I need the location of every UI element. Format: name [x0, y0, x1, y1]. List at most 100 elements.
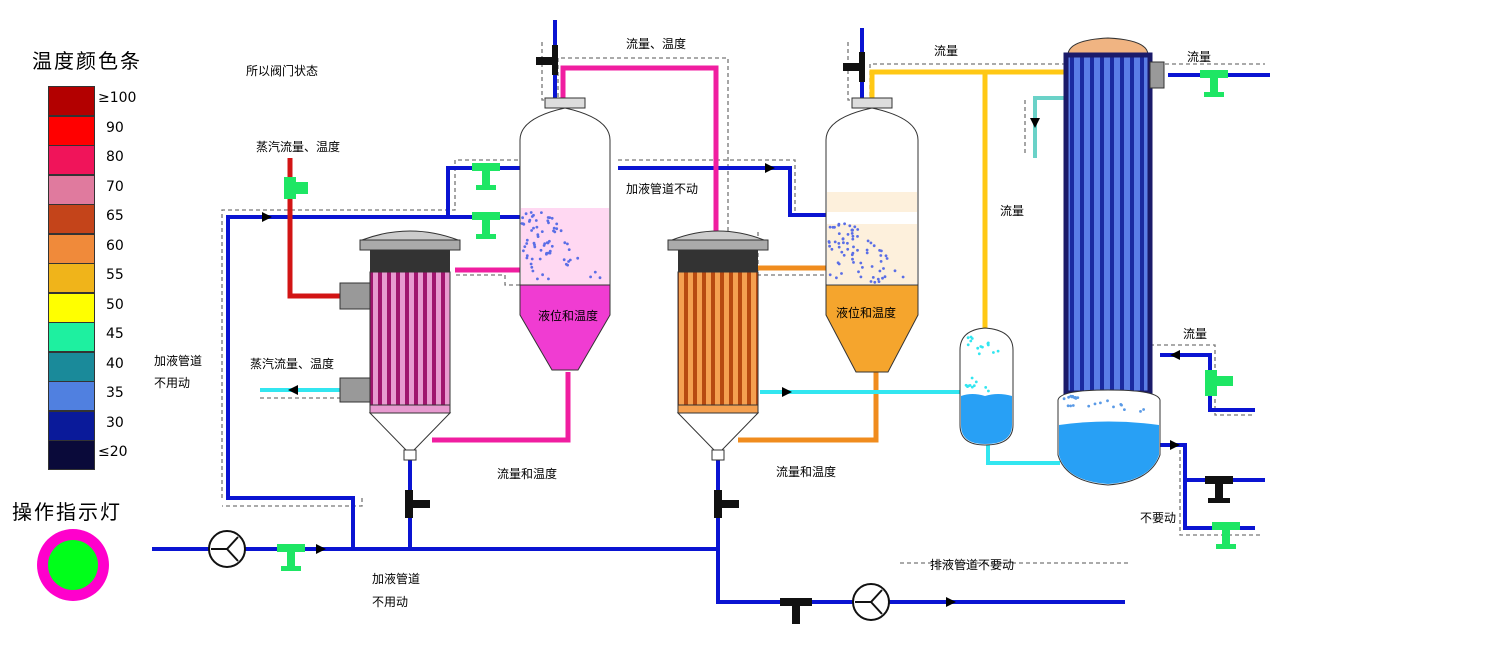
bubble: [531, 269, 535, 273]
label-feed-unused-left-1: 加液管道: [154, 354, 203, 368]
bubble: [555, 227, 559, 231]
legend-swatch-label: 55: [106, 267, 124, 283]
bubble: [837, 262, 841, 266]
bubble: [869, 241, 873, 245]
bubble: [842, 241, 845, 245]
bubble: [865, 248, 869, 252]
label-feed-fixed: 加液管道不动: [626, 182, 699, 196]
bubble: [525, 254, 529, 258]
bubble: [576, 256, 580, 260]
bubble: [846, 241, 849, 245]
bubble: [880, 249, 883, 253]
bubble: [828, 273, 832, 277]
bubble: [1119, 403, 1123, 406]
bubble: [830, 247, 834, 251]
bubble: [567, 260, 570, 263]
operation-indicator-light[interactable]: [37, 529, 109, 601]
bubble: [598, 276, 602, 280]
bubble: [966, 336, 970, 340]
bubble: [589, 275, 592, 279]
bubble: [522, 249, 525, 253]
pink-bottom-pipe: [432, 372, 571, 443]
bubble: [529, 262, 533, 266]
label-flow-right: 流量: [1183, 327, 1208, 341]
pump-discharge[interactable]: [852, 583, 890, 621]
bubble: [548, 239, 551, 243]
bubble: [861, 266, 864, 269]
bubble: [1112, 405, 1115, 409]
valve-green-1[interactable]: [472, 163, 500, 190]
bubble: [567, 248, 571, 252]
valve-green-2[interactable]: [472, 212, 500, 239]
legend-swatch-label: 35: [106, 385, 124, 401]
bubble: [841, 237, 845, 241]
legend-swatch-label: ≤20: [98, 444, 128, 460]
bubble: [539, 248, 543, 252]
label-flow-temp-2: 流量和温度: [776, 465, 837, 479]
bubble: [987, 389, 990, 393]
bubble: [530, 257, 534, 261]
label-steam-out: 蒸汽流量、温度: [250, 357, 335, 371]
bubble: [859, 261, 863, 265]
label-steam-in: 蒸汽流量、温度: [256, 140, 341, 154]
bubble: [1093, 402, 1097, 406]
valve-green-steam[interactable]: [284, 177, 308, 199]
bubble: [523, 245, 527, 249]
bubble: [1076, 396, 1080, 399]
bubble: [846, 247, 850, 251]
bubble: [846, 233, 850, 236]
bubble: [521, 216, 524, 220]
valve-black-top-1[interactable]: [536, 45, 558, 75]
bubble: [984, 386, 988, 389]
valve-black-discharge[interactable]: [780, 598, 812, 624]
label-valve-status: 所以阀门状态: [246, 64, 319, 78]
label-no-touch: 不要动: [1140, 511, 1177, 525]
bubble: [893, 269, 897, 273]
bubble: [979, 345, 983, 348]
bubble: [883, 275, 887, 279]
bubble: [851, 251, 855, 255]
label-flow-mid: 流量: [1000, 204, 1025, 218]
bubble: [852, 245, 855, 249]
bubble: [970, 385, 974, 389]
bubble: [969, 339, 973, 343]
bubble: [545, 241, 549, 245]
valves[interactable]: [277, 45, 1240, 624]
bubble: [520, 222, 524, 225]
valve-black-2[interactable]: [714, 490, 739, 518]
bubble: [879, 260, 883, 263]
bubble: [827, 241, 831, 244]
bubble: [869, 280, 873, 283]
label-feed-unused-bottom-2: 不用动: [372, 595, 409, 609]
bubble: [555, 222, 559, 226]
bubble: [536, 277, 539, 281]
bubble: [851, 234, 855, 238]
bubble: [986, 343, 990, 347]
bubble: [550, 216, 554, 220]
valve-black-top-2[interactable]: [843, 52, 865, 82]
valve-black-right[interactable]: [1205, 476, 1233, 503]
bubble: [835, 276, 838, 280]
valve-black-1[interactable]: [405, 490, 430, 518]
bubble: [850, 232, 854, 235]
pump-feed[interactable]: [208, 530, 246, 568]
bubble: [871, 276, 875, 279]
bubble: [530, 215, 534, 218]
valve-green-feed[interactable]: [277, 544, 305, 571]
legend-swatch-label: 80: [106, 149, 124, 165]
bubble: [851, 257, 854, 261]
bubble: [850, 228, 854, 232]
label-flow-temp-top: 流量、温度: [626, 37, 687, 51]
legend-swatch: [48, 410, 95, 441]
bubble: [837, 222, 841, 226]
bubble: [833, 225, 836, 229]
bubble: [540, 211, 543, 215]
valve-green-bottom[interactable]: [1212, 522, 1240, 549]
bubble: [882, 267, 885, 270]
valve-green-cond-out[interactable]: [1200, 70, 1228, 97]
separator-1: [519, 97, 611, 371]
teal-pipe: [1033, 96, 1065, 158]
bubble: [566, 242, 569, 246]
bubble: [966, 343, 970, 347]
valve-green-right[interactable]: [1205, 370, 1233, 396]
